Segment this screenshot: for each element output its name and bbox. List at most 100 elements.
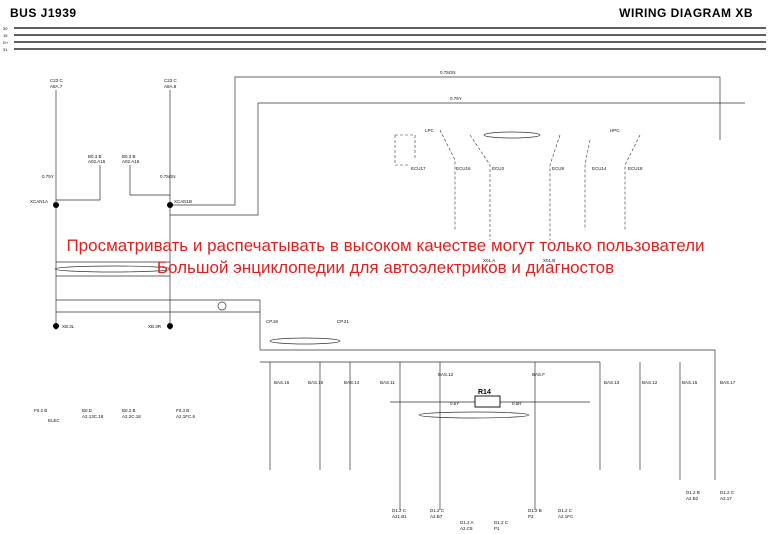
ecu18-dashes bbox=[624, 134, 641, 230]
label-bas-7: BAS.12 bbox=[642, 380, 658, 385]
bottom-conn-sub-5: A2.1FC bbox=[558, 514, 574, 519]
resistor-label: R14 bbox=[478, 389, 491, 396]
bottom-conn-sub-7: A2.17 bbox=[720, 496, 732, 501]
bottom-conn-2: D1.2 A bbox=[460, 520, 474, 525]
ecu17-dashes bbox=[394, 134, 416, 166]
ecu3-dashes bbox=[469, 134, 491, 240]
label-top-conn-right-sub: A8A.8 bbox=[164, 84, 177, 89]
label-cp21: CP.21 bbox=[337, 319, 349, 324]
label-lpc: LPC bbox=[425, 128, 435, 133]
label-bas-4: BAS.12 bbox=[438, 372, 454, 377]
label-top-conn-right: C23 C bbox=[164, 78, 178, 83]
label-b105: B0.3 B bbox=[88, 154, 102, 159]
bottom-conn-7: D1.2 C bbox=[720, 490, 735, 495]
node-xcan1a bbox=[53, 202, 59, 208]
label-right-bottom-3: A2.1FC.6 bbox=[176, 414, 196, 419]
label-bas-5: BAS.F bbox=[532, 372, 545, 377]
bottom-conn-3: D1.2 C bbox=[494, 520, 509, 525]
wire-can-high bbox=[170, 76, 721, 206]
bottom-conn-sub-0: A21.B1 bbox=[392, 514, 407, 519]
wire-can-low bbox=[170, 102, 745, 216]
label-ecu18: ECU18 bbox=[628, 166, 643, 171]
label-bas-0: BAS.16 bbox=[274, 380, 290, 385]
bottom-conn-sub-4: P2 bbox=[528, 514, 534, 519]
twist-top bbox=[483, 131, 541, 139]
label-bas-1: BAS.15 bbox=[308, 380, 324, 385]
label-bas-8: BAS.15 bbox=[682, 380, 698, 385]
label-wire-b: 0.75GN bbox=[160, 174, 176, 179]
rail-label-31: 31 bbox=[3, 47, 8, 52]
rail-label-30: 30 bbox=[3, 26, 8, 31]
label-r-left: 0.5Y bbox=[450, 401, 459, 406]
ecu-branches bbox=[394, 129, 641, 240]
label-wire-a: 0.75Y bbox=[42, 174, 54, 179]
label-bus-left: XB.3L bbox=[62, 324, 75, 329]
label-cp18: CP.18 bbox=[266, 319, 278, 324]
twisted-pair-marks bbox=[54, 131, 541, 419]
label-bas-6: BAS.13 bbox=[604, 380, 620, 385]
label-right-bottom-0: B0.2 B bbox=[122, 408, 136, 413]
diagram-title-left: BUS J1939 bbox=[10, 6, 77, 20]
bottom-conn-6: D1.2 B bbox=[686, 490, 700, 495]
bottom-conn-4: D1.2 B bbox=[528, 508, 542, 513]
node-xb3l bbox=[53, 323, 59, 329]
watermark-line-1: Просматривать и распечатывать в высоком … bbox=[66, 236, 705, 255]
label-wire-top2: 0.75Y bbox=[450, 96, 462, 101]
label-bas-2: BAS.14 bbox=[344, 380, 360, 385]
twist-bottom bbox=[418, 411, 530, 419]
label-ecu17: ECU17 bbox=[411, 166, 426, 171]
label-top-conn-left: C23 C bbox=[50, 78, 64, 83]
ecu9-dashes bbox=[549, 134, 561, 240]
diagram-title-right: WIRING DIAGRAM XB bbox=[619, 6, 753, 20]
ecu14-dashes bbox=[584, 139, 591, 230]
label-right-node: XCAN1B bbox=[174, 199, 192, 204]
label-x0: X01.A bbox=[483, 258, 495, 263]
label-ecu3: ECU3 bbox=[492, 166, 505, 171]
wire-b106 bbox=[129, 165, 170, 196]
label-wire-top1: 0.75GN bbox=[440, 70, 456, 75]
label-ecu16: ECU16 bbox=[456, 166, 471, 171]
node-xcan1b bbox=[167, 202, 173, 208]
label-b106-sub: A02.A16 bbox=[122, 159, 140, 164]
label-left-bottom-0: F0.2 B bbox=[34, 408, 47, 413]
label-right-bottom-2: F0.3 B bbox=[176, 408, 189, 413]
ecu16-dashes bbox=[439, 129, 456, 230]
node-xb3r bbox=[167, 323, 173, 329]
label-right-bottom-1: A2.2C.18 bbox=[122, 414, 141, 419]
label-bas-3: BAS.11 bbox=[380, 380, 395, 385]
rail-label-15: 15 bbox=[3, 33, 8, 38]
wire-b105 bbox=[56, 165, 101, 201]
bottom-conn-5: D1.2 C bbox=[558, 508, 573, 513]
label-r-right: 0.5R bbox=[512, 401, 522, 406]
twist-left bbox=[54, 265, 172, 273]
junction-nodes bbox=[53, 202, 173, 329]
label-bus-right: XB.3R bbox=[148, 324, 162, 329]
power-rails bbox=[14, 27, 766, 50]
label-ecu14: ECU14 bbox=[592, 166, 607, 171]
bottom-conn-sub-3: P1 bbox=[494, 526, 500, 531]
rail-label-dplus: D+ bbox=[3, 40, 9, 45]
label-left-bottom-1: ELEC bbox=[48, 418, 61, 423]
resistor-r14 bbox=[474, 395, 501, 408]
upper-bus-wires bbox=[55, 76, 745, 330]
watermark-line-2: Большой энциклопедии для автоэлектриков … bbox=[156, 258, 615, 277]
label-top-conn-left-sub: A8A.7 bbox=[50, 84, 63, 89]
wire-bus-long bbox=[260, 349, 716, 385]
label-left-bottom-3: A2.13C.18 bbox=[82, 414, 104, 419]
label-x1: X01.B bbox=[543, 258, 555, 263]
label-hpc: HPC bbox=[610, 128, 620, 133]
bottom-conn-sub-1: A2.B7 bbox=[430, 514, 443, 519]
label-ecu9: ECU9 bbox=[552, 166, 565, 171]
lower-bus-wires bbox=[259, 300, 716, 510]
twist-mid bbox=[269, 337, 341, 345]
label-b105-sub: A02.A15 bbox=[88, 159, 106, 164]
twist-junction bbox=[217, 301, 227, 311]
bottom-conn-sub-6: A2.B2 bbox=[686, 496, 699, 501]
label-left-node: XCAN1A bbox=[30, 199, 48, 204]
label-left-bottom-2: B0.D bbox=[82, 408, 93, 413]
label-b106: B0.3 B bbox=[122, 154, 136, 159]
bottom-conn-1: D1.2 C bbox=[430, 508, 445, 513]
bottom-conn-0: D1.2 C bbox=[392, 508, 407, 513]
bottom-connector-labels: D1.2 C A21.B1 D1.2 C A2.B7 D1.2 A A2.C8 … bbox=[392, 490, 735, 531]
